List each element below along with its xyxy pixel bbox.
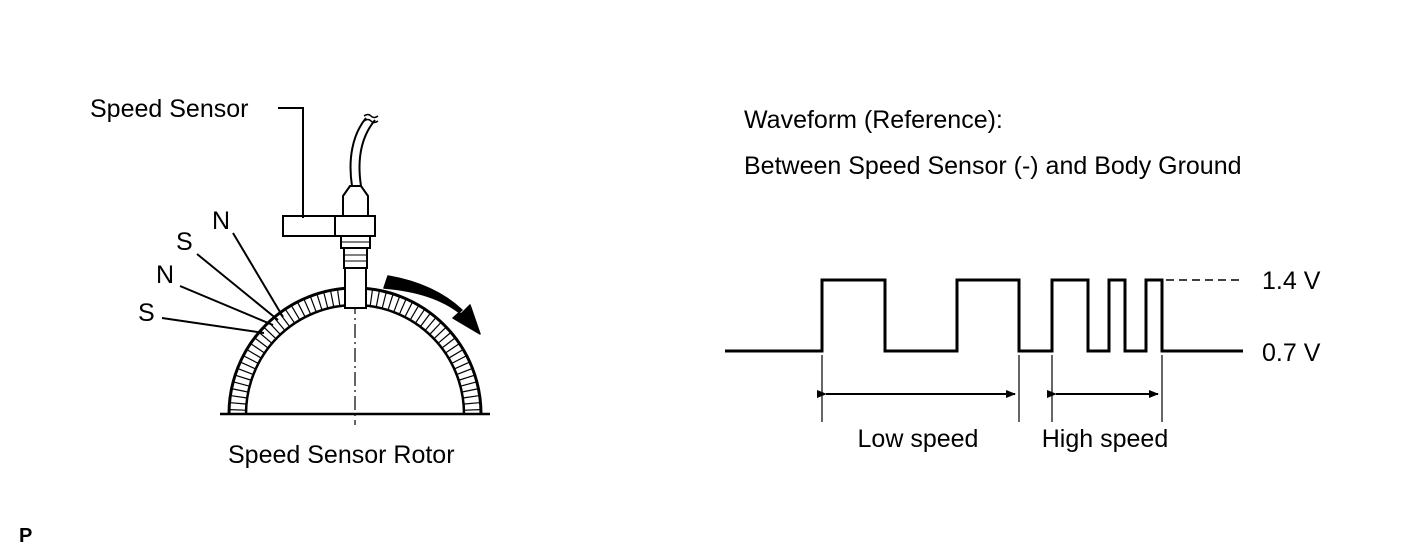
rotor-tooth — [232, 388, 248, 393]
rotor-tooth — [323, 292, 329, 308]
rotor-tooth — [274, 317, 285, 331]
rotor-tooth — [230, 409, 246, 411]
rotor-teeth — [230, 288, 480, 411]
rotor-tooth — [285, 309, 295, 323]
rotor-tooth — [291, 305, 300, 320]
rotor-tooth — [337, 290, 341, 306]
rotor-tooth — [438, 332, 451, 344]
pole-label-n-upper: N — [212, 207, 230, 235]
rotor-label: Speed Sensor Rotor — [228, 441, 455, 469]
corner-mark: P — [19, 525, 32, 547]
rotor-tooth — [462, 388, 478, 393]
rotor-tooth — [463, 395, 479, 399]
rotor-tooth — [464, 409, 480, 411]
rotor-tooth — [316, 294, 323, 310]
high-speed-label: High speed — [1042, 425, 1168, 453]
rotor-tooth — [251, 343, 265, 353]
rotor-tooth — [415, 309, 425, 323]
rotor-tooth — [310, 296, 317, 312]
pole-label-s-upper: S — [176, 228, 193, 256]
rotor-tooth — [464, 402, 480, 405]
rotor-tooth — [297, 302, 306, 317]
rotor-tooth — [255, 337, 268, 348]
rotor-tooth — [303, 299, 311, 314]
rotor-tooth — [238, 368, 253, 375]
waveform-title: Waveform (Reference): — [744, 106, 1003, 134]
rotor-tooth — [231, 395, 247, 399]
rotor-tooth — [420, 313, 431, 327]
rotor-tooth — [429, 322, 442, 335]
speed-sensor-label: Speed Sensor — [90, 95, 248, 123]
low-speed-label: Low speed — [858, 425, 979, 453]
waveform-subtitle: Between Speed Sensor (-) and Body Ground — [744, 152, 1242, 180]
rotor-tooth — [393, 296, 400, 312]
speed-sensor-leader — [278, 107, 304, 218]
waveform-trace — [725, 278, 1243, 353]
pole-label-s-lower: S — [138, 299, 155, 327]
rotor-tooth — [457, 368, 472, 375]
low-level-label: 0.7 V — [1262, 339, 1321, 367]
rotor-tooth — [259, 332, 272, 344]
rotor-tooth — [381, 292, 387, 308]
rotor-tooth — [461, 381, 477, 387]
rotor-tooth — [240, 361, 256, 370]
rotor-tooth — [369, 290, 373, 306]
rotor-tooth — [330, 291, 335, 307]
rotor-tooth — [264, 327, 276, 339]
rotor-tooth — [404, 302, 413, 317]
rotor-tooth — [247, 349, 261, 359]
speed-sensor-body — [282, 113, 379, 309]
rotor-tooth — [452, 355, 467, 364]
rotor-tooth — [230, 402, 246, 405]
rotor-tooth — [375, 291, 380, 307]
rotor-tooth — [459, 374, 475, 381]
rotor-tooth — [449, 349, 463, 359]
rotor-tooth — [425, 317, 436, 331]
rotor-tooth — [235, 374, 251, 381]
rotor-tooth — [233, 381, 249, 387]
rotor-tooth — [399, 299, 407, 314]
rotor-tooth — [434, 327, 446, 339]
rotor-tooth — [454, 361, 470, 370]
rotor-tooth — [243, 355, 258, 364]
rotor-tooth — [445, 343, 459, 353]
rotor-tooth — [442, 337, 455, 348]
pole-label-n-lower: N — [156, 261, 174, 289]
rotor-tooth — [410, 305, 419, 320]
high-level-label: 1.4 V — [1262, 267, 1321, 295]
rotor-tooth — [387, 294, 394, 310]
rotation-arrow — [383, 275, 481, 335]
